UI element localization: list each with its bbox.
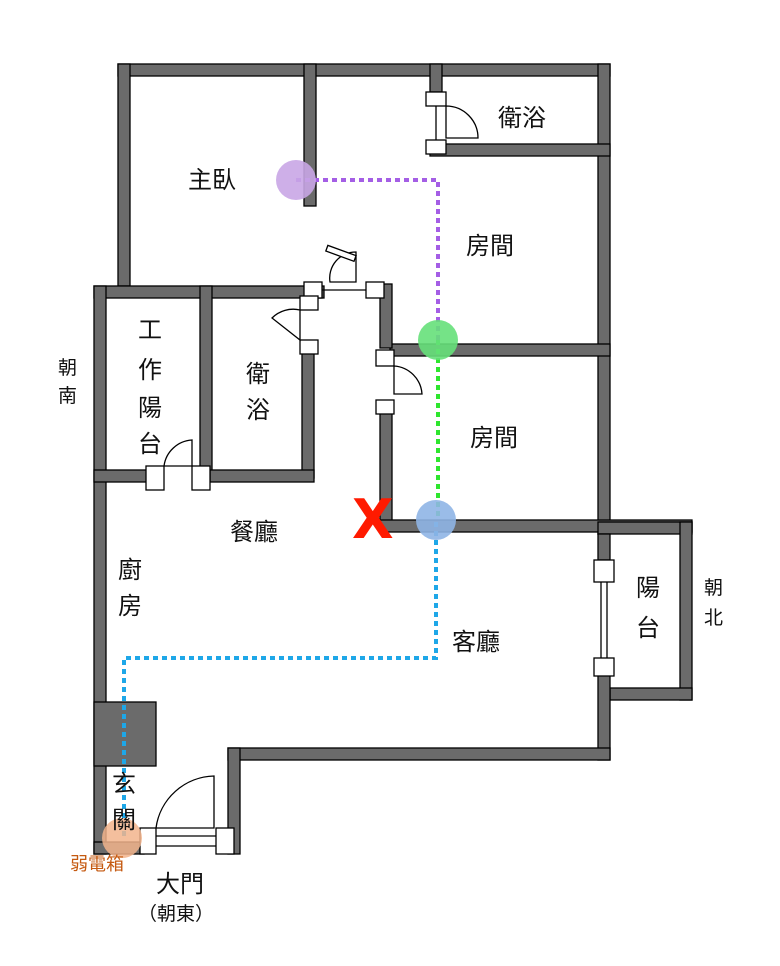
label-weak-current-box: 弱電箱 [70, 854, 124, 875]
node-blue [416, 500, 456, 540]
door-swing-bath-mid [271, 308, 301, 342]
doors [139, 91, 615, 855]
wall-bath-top-left [429, 63, 443, 93]
label-east-1: 朝 [704, 577, 723, 599]
label-room-lower: 房間 [470, 424, 518, 452]
wall-corridor-a [379, 283, 393, 349]
wall-utility-right [199, 285, 213, 475]
wall-right-upper [597, 63, 611, 535]
label-kitchen-1: 廚 [118, 556, 142, 584]
door-swing-utility [163, 439, 193, 467]
label-room-upper: 房間 [466, 232, 514, 260]
route-blue [122, 522, 438, 836]
routes [122, 178, 440, 836]
door-frame-corridor-2 [365, 281, 385, 299]
label-entry-1: 玄 [112, 770, 136, 798]
label-living: 客廳 [452, 628, 500, 656]
x-mark: X [352, 488, 394, 551]
door-swing-main [155, 775, 215, 829]
door-frame-balcony-1 [593, 559, 615, 583]
label-west-1: 朝 [58, 357, 77, 379]
wall-right-lower [597, 671, 611, 761]
label-east-2: 北 [704, 607, 723, 629]
door-frame-room-lower-1 [375, 349, 395, 367]
door-frame-bath-top-2 [425, 139, 447, 155]
door-frame-main-1 [139, 827, 157, 855]
wall-top [117, 63, 611, 77]
wall-balcony-top [597, 521, 693, 535]
label-balcony-1: 陽 [636, 574, 660, 602]
label-bath-top: 衛浴 [498, 104, 546, 132]
wall-balcony-bottom [609, 687, 693, 701]
wall-balcony-right [679, 521, 693, 701]
label-utility-2: 作 [138, 356, 162, 384]
wall-left-main [93, 285, 107, 855]
label-bath-mid-1: 衛 [246, 360, 270, 388]
wall-balcony-left-post [597, 533, 611, 561]
node-green [418, 320, 458, 360]
route-purple [296, 178, 440, 340]
door-swing-room-lower [393, 365, 423, 395]
orientation-labels: 朝 南 朝 北 大門 （朝東） [58, 357, 723, 925]
label-main-door-note: （朝東） [138, 903, 214, 925]
door-frame-bath-top-1 [425, 91, 447, 107]
door-frame-room-lower-2 [375, 399, 395, 415]
wall-utility-bottom-right [209, 469, 315, 483]
label-main-door: 大門 [156, 870, 204, 898]
door-frame-balcony-2 [593, 657, 615, 677]
door-frame-utility-1 [145, 465, 165, 491]
room-labels: 主臥 衛浴 房間 工 作 陽 台 衛 浴 房間 餐廳 廚 房 客廳 陽 台 玄 … [112, 104, 660, 834]
wall-bottom-step [227, 747, 611, 761]
node-orange [102, 818, 142, 858]
label-bath-mid-2: 浴 [246, 396, 270, 424]
door-frame-bath-mid-1 [299, 295, 319, 311]
wall-utility-bottom-left [93, 469, 149, 483]
label-entry-2: 關 [112, 806, 136, 834]
wall-left-master [117, 63, 131, 287]
label-utility-4: 台 [138, 430, 162, 458]
label-balcony-2: 台 [636, 614, 660, 642]
node-purple [276, 160, 316, 200]
door-frame-main-2 [215, 827, 235, 855]
door-swing-bath-top [445, 105, 479, 139]
label-kitchen-2: 房 [118, 592, 142, 620]
wall-bath-top-bottom [429, 143, 611, 157]
label-utility-1: 工 [138, 316, 162, 344]
door-leaf-corridor [324, 244, 357, 263]
label-master-bedroom: 主臥 [188, 166, 236, 194]
wall-bath-mid-right [301, 349, 315, 479]
walls [93, 63, 693, 855]
label-west-2: 南 [58, 385, 77, 407]
label-dining: 餐廳 [230, 518, 278, 546]
label-utility-3: 陽 [138, 394, 162, 422]
door-frame-bath-mid-2 [299, 339, 319, 355]
door-frame-utility-2 [191, 465, 211, 491]
